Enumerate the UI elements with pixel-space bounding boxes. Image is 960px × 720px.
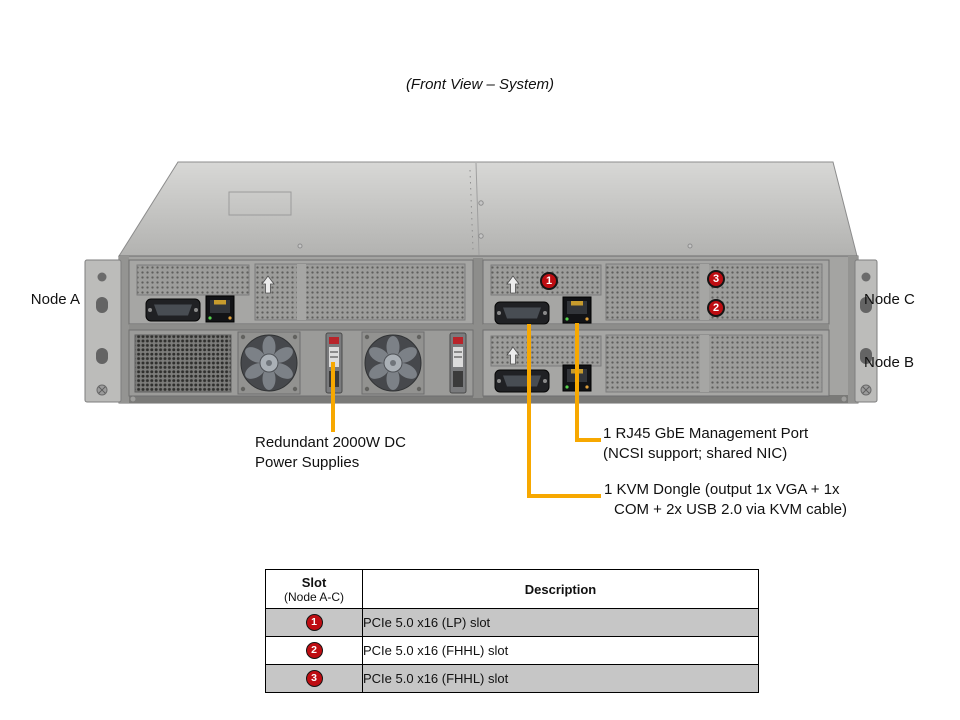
kvm-callout-label-line2: COM + 2x USB 2.0 via KVM cable): [614, 501, 847, 518]
node-a-lan-port: [205, 295, 235, 323]
slot-badge-1: 1: [305, 614, 323, 632]
chassis-top-panel: [118, 161, 858, 257]
slot-cell-3: 3: [265, 664, 363, 693]
slot-header-subtitle: (Node A-C): [283, 589, 345, 604]
node-a-vga-port: [145, 298, 201, 322]
figure-title: (Front View – System): [405, 76, 555, 93]
callout-marker-1: 1: [540, 272, 558, 290]
rj45-callout-line: [575, 323, 579, 442]
psu-vent-mesh: [134, 334, 232, 393]
slot-header-cell: Slot (Node A-C): [265, 569, 363, 609]
slot-table: Slot (Node A-C) Description 1 PCIe 5.0 x…: [265, 569, 759, 693]
rj45-callout-label-line1: 1 RJ45 GbE Management Port: [603, 425, 809, 442]
table-row: 3 PCIe 5.0 x16 (FHHL) slot: [265, 664, 759, 693]
node-a-label: Node A: [30, 291, 80, 308]
rj45-callout-label-line2: (NCSI support; shared NIC): [603, 445, 788, 462]
dc-power-connector-2: [449, 332, 467, 394]
psu-bay: [128, 329, 474, 397]
psu-callout-label-line1: Redundant 2000W DC: [255, 434, 406, 451]
callout-marker-3: 3: [707, 270, 725, 288]
table-header-row: Slot (Node A-C) Description: [265, 569, 759, 609]
psu-fan-2: [361, 331, 425, 395]
kvm-dongle-port: [494, 301, 550, 325]
description-cell-3: PCIe 5.0 x16 (FHHL) slot: [362, 664, 759, 693]
table-row: 1 PCIe 5.0 x16 (LP) slot: [265, 608, 759, 637]
table-row: 2 PCIe 5.0 x16 (FHHL) slot: [265, 636, 759, 665]
description-cell-2: PCIe 5.0 x16 (FHHL) slot: [362, 636, 759, 665]
rj45-callout-line-elbow: [575, 438, 601, 442]
node-a-sled: [128, 259, 474, 325]
right-mounting-ear: [854, 259, 878, 403]
psu-callout-label: Redundant 2000W DC Power Supplies: [255, 433, 406, 473]
node-c-label: Node C: [864, 291, 915, 308]
node-b-sled: [482, 329, 830, 397]
slot-badge-2: 2: [305, 642, 323, 660]
description-header-cell: Description: [362, 569, 759, 609]
management-lan-port: [562, 296, 592, 324]
slot-cell-2: 2: [265, 636, 363, 665]
slot-cell-1: 1: [265, 608, 363, 637]
slot-badge-3: 3: [305, 670, 323, 688]
psu-callout-label-line2: Power Supplies: [255, 454, 360, 471]
kvm-callout-line: [527, 324, 531, 498]
node-b-label: Node B: [864, 354, 915, 371]
slot-header-title: Slot: [301, 574, 327, 590]
kvm-callout-line-elbow: [527, 494, 601, 498]
description-cell-1: PCIe 5.0 x16 (LP) slot: [362, 608, 759, 637]
left-mounting-ear: [84, 259, 122, 403]
psu-fan-1: [237, 331, 301, 395]
callout-marker-2: 2: [707, 299, 725, 317]
slot-table-container: Slot (Node A-C) Description 1 PCIe 5.0 x…: [265, 569, 759, 693]
psu-callout-line: [331, 362, 335, 432]
kvm-callout-label: 1 KVM Dongle (output 1x VGA + 1x COM + 2…: [604, 480, 847, 520]
node-c-sled: [482, 259, 830, 325]
rj45-callout-label: 1 RJ45 GbE Management Port (NCSI support…: [603, 424, 808, 464]
kvm-callout-label-line1: 1 KVM Dongle (output 1x VGA + 1x: [604, 481, 840, 498]
node-b-vga-port: [494, 369, 550, 393]
